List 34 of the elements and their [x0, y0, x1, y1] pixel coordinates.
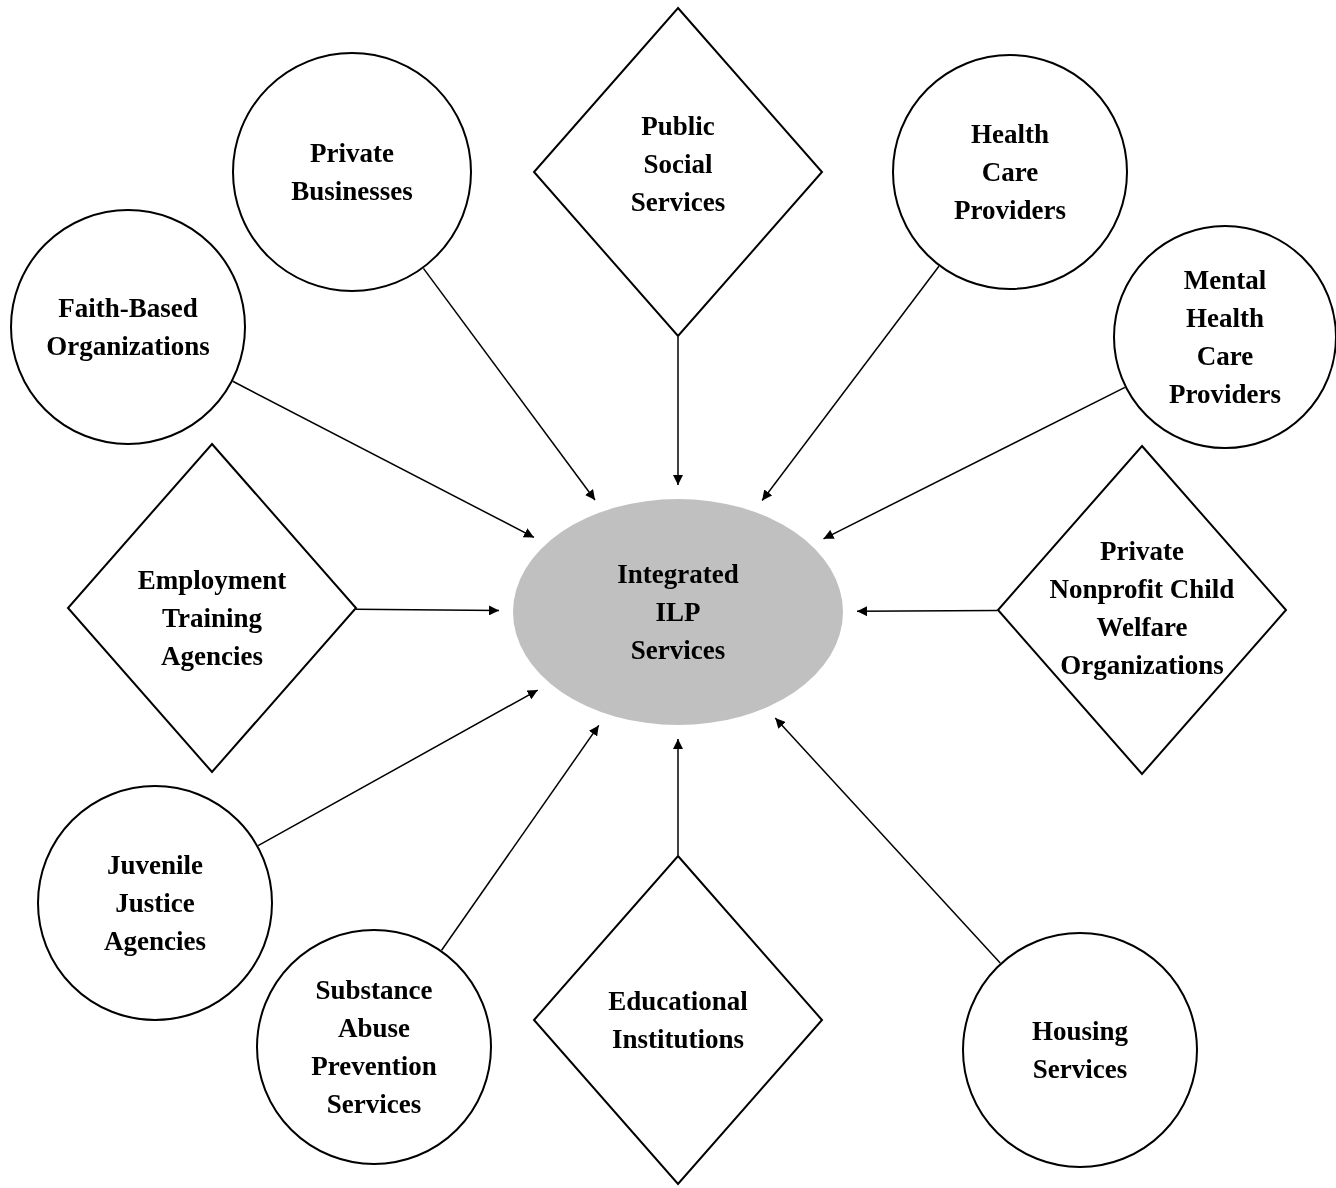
ellipse-node [513, 499, 843, 725]
node-label: Faith-Based Organizations [45, 292, 211, 363]
node-label: Health Care Providers [953, 118, 1067, 227]
diamond-node [997, 445, 1287, 775]
circle-node [962, 932, 1198, 1168]
arrow [856, 606, 999, 617]
diamond-node [67, 443, 357, 773]
arrow [673, 738, 683, 856]
arrow [673, 336, 683, 486]
arrow [422, 267, 596, 501]
diamond-node [533, 7, 823, 337]
diamond-node [533, 855, 823, 1185]
node-label: Juvenile Justice Agencies [103, 849, 207, 958]
circle-node [10, 209, 246, 445]
node-label: Private Nonprofit Child Welfare Organizations [1048, 535, 1236, 682]
node-label: Housing Services [1030, 1015, 1129, 1086]
node-label: Employment Training Agencies [136, 564, 288, 673]
arrow [761, 265, 940, 502]
node-label: Educational Institutions [607, 985, 749, 1056]
arrow [440, 724, 600, 952]
circle-node [256, 929, 492, 1165]
arrow [257, 689, 539, 847]
arrow [232, 380, 535, 539]
node-label: Substance Abuse Prevention Services [310, 974, 438, 1121]
node-label: Mental Health Care Providers [1168, 264, 1282, 411]
circle-node [892, 54, 1128, 290]
arrow [822, 386, 1126, 540]
node-label: Integrated ILP Services [616, 558, 740, 667]
arrow [355, 605, 500, 616]
arrow [774, 717, 1001, 964]
circle-node [37, 785, 273, 1021]
node-label: Private Businesses [290, 137, 414, 208]
circle-node [232, 52, 472, 292]
node-label: Public Social Services [629, 110, 727, 219]
